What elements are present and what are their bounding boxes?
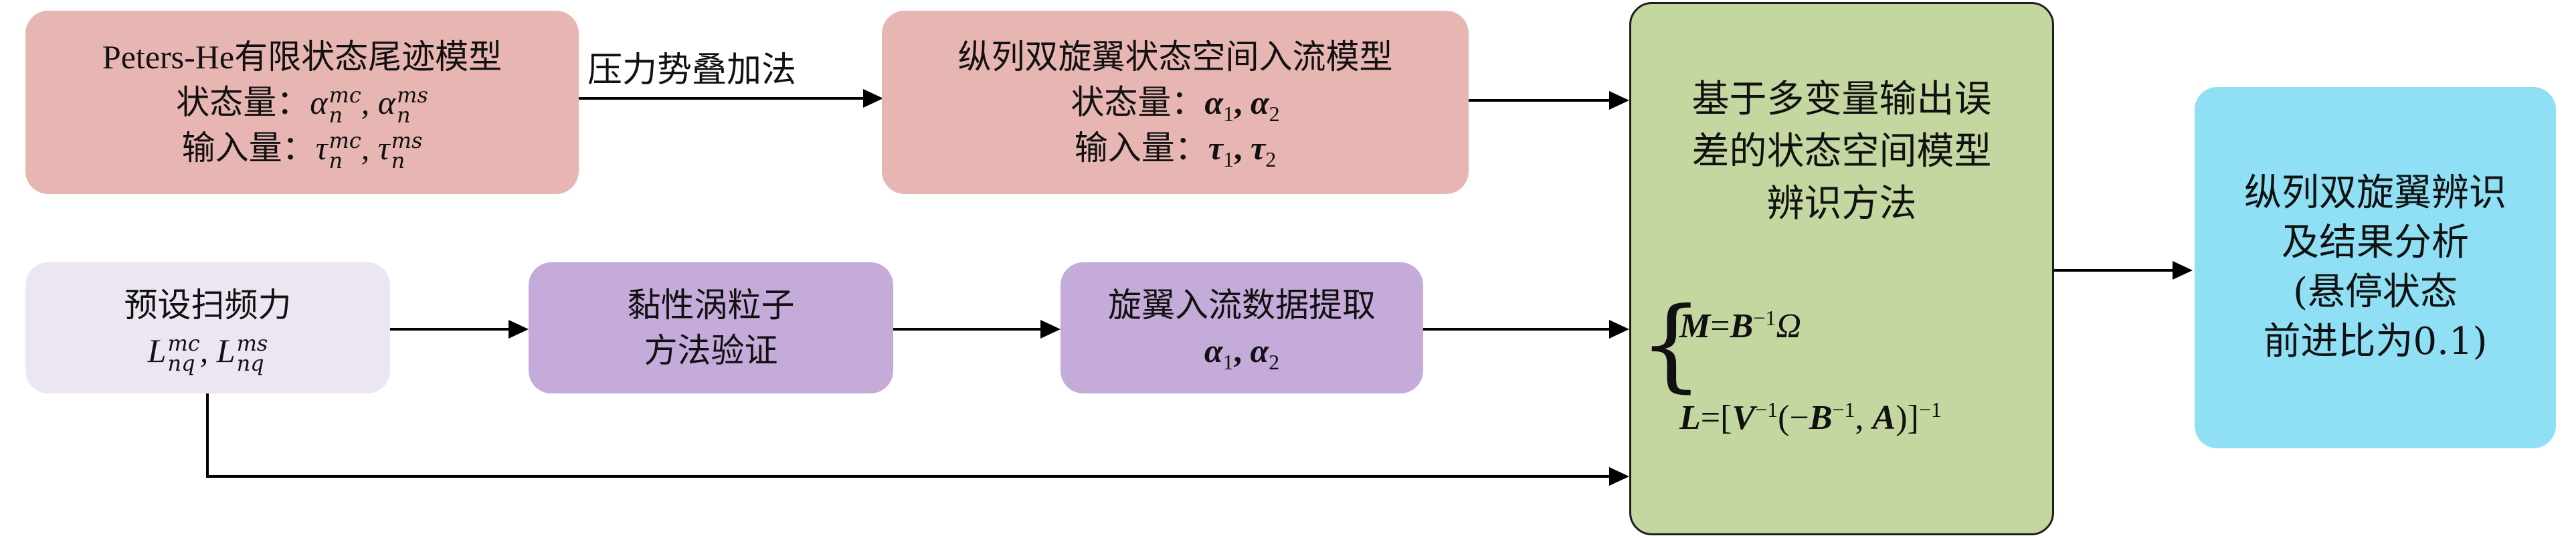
state-label: 状态量： bbox=[1071, 83, 1205, 122]
state-label: 状态量： bbox=[176, 83, 310, 122]
arrow-sweep-to-method bbox=[206, 393, 1619, 478]
method-line2: 差的状态空间模型 bbox=[1691, 130, 1992, 173]
input-label: 输入量： bbox=[1074, 128, 1208, 167]
result-line2: 及结果分析 bbox=[2282, 221, 2469, 264]
arrow-label-pressure-potential: 压力势叠加法 bbox=[587, 50, 797, 90]
result-line3: (悬停状态 bbox=[2293, 270, 2458, 314]
tandem-inflow-model-box: 纵列双旋翼状态空间入流模型 状态量：α1, α2 输入量：τ1, τ2 bbox=[882, 11, 1469, 194]
sweep-title: 预设扫频力 bbox=[124, 286, 292, 325]
extract-vars: α1, α2 bbox=[1204, 332, 1280, 374]
equation-l: L=[V−1(−B−1, A)]−1 bbox=[1679, 397, 1942, 437]
vortex-particle-validation-box: 黏性涡粒子 方法验证 bbox=[529, 262, 893, 393]
method-description: 基于多变量输出误 差的状态空间模型 辨识方法 bbox=[1629, 74, 2054, 230]
method-line3: 辨识方法 bbox=[1766, 182, 1917, 226]
vortex-line1: 黏性涡粒子 bbox=[627, 286, 795, 325]
inflow-data-extraction-box: 旋翼入流数据提取 α1, α2 bbox=[1061, 262, 1423, 393]
tandem-title: 纵列双旋翼状态空间入流模型 bbox=[957, 37, 1393, 76]
extract-title: 旋翼入流数据提取 bbox=[1108, 286, 1376, 325]
identification-method-box bbox=[1629, 2, 2054, 535]
equation-m: M=B−1Ω bbox=[1679, 305, 1801, 345]
tandem-identification-result-box: 纵列双旋翼辨识 及结果分析 (悬停状态 前进比为0.1) bbox=[2195, 87, 2556, 448]
method-line1: 基于多变量输出误 bbox=[1691, 78, 1992, 121]
vortex-line2: 方法验证 bbox=[644, 331, 778, 370]
peters-he-title: Peters-He有限状态尾迹模型 bbox=[102, 38, 502, 76]
equation-brace: { bbox=[1639, 286, 1704, 403]
tandem-state-line: 状态量：α1, α2 bbox=[1071, 83, 1280, 126]
result-line1: 纵列双旋翼辨识 bbox=[2244, 171, 2506, 215]
result-line4: 前进比为0.1) bbox=[2263, 320, 2488, 363]
tandem-input-line: 输入量：τ1, τ2 bbox=[1074, 128, 1277, 171]
input-label: 输入量： bbox=[181, 128, 316, 167]
